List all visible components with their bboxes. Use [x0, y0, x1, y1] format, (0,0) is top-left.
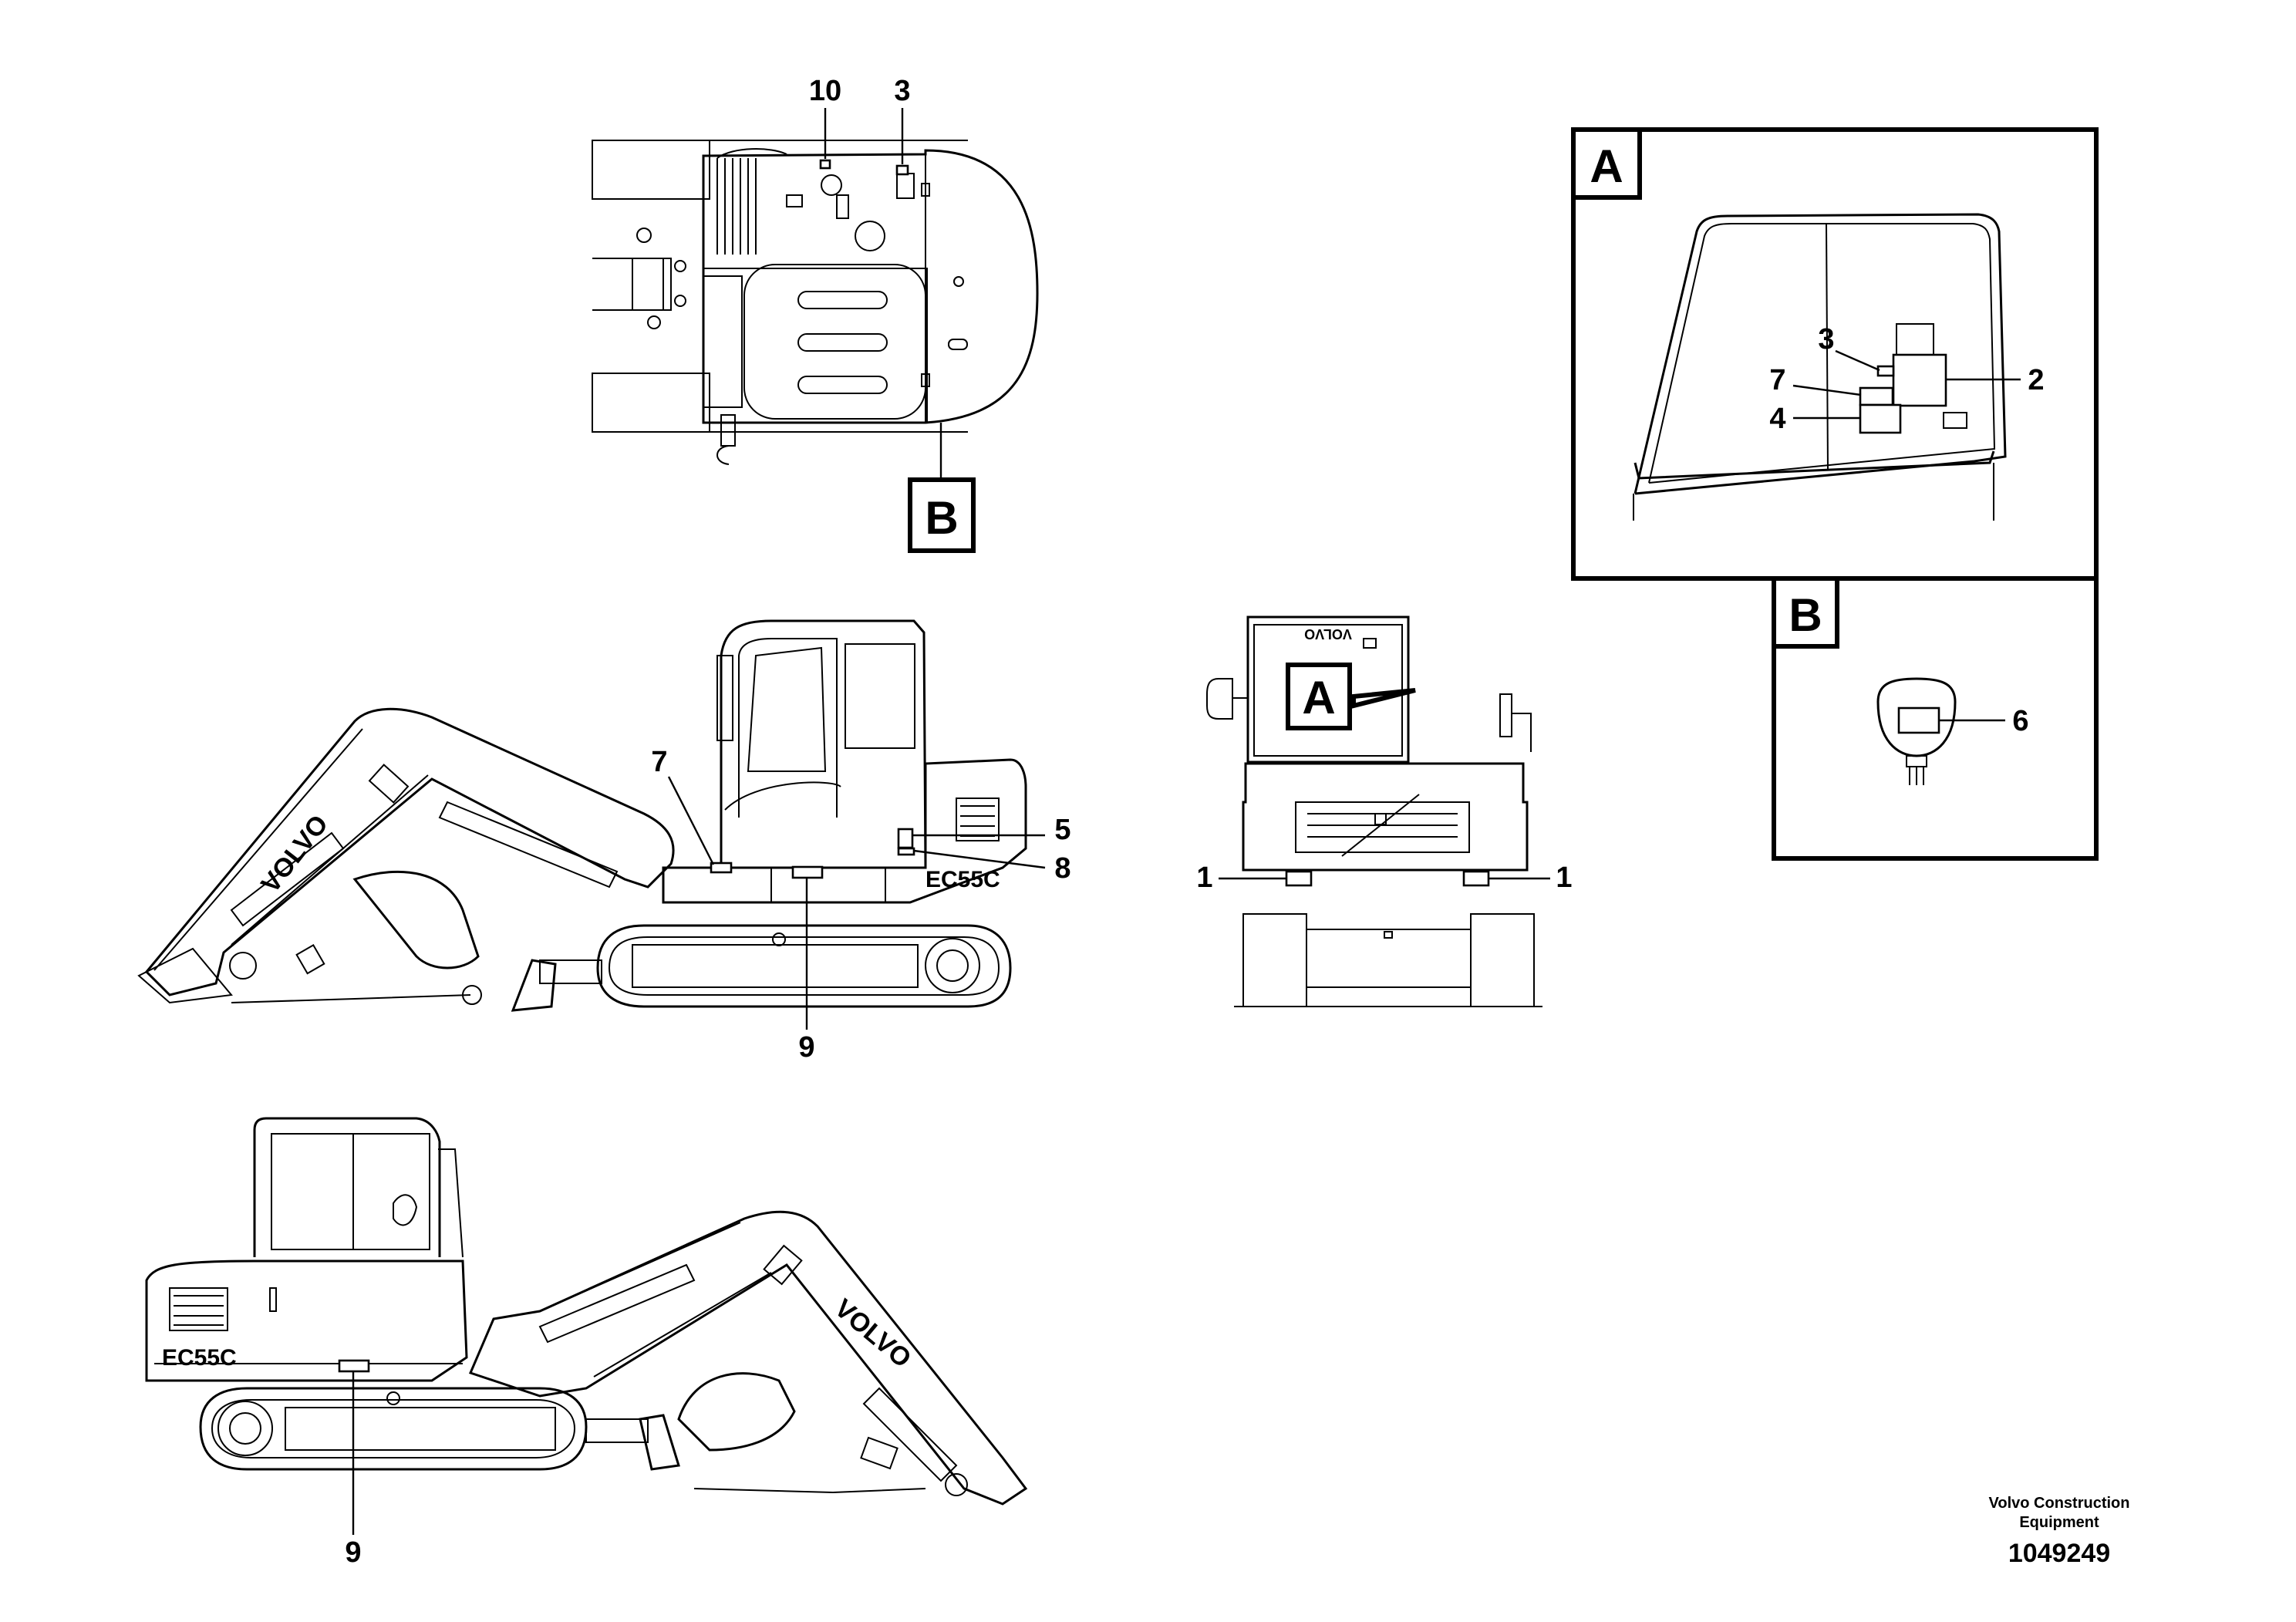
side-decal-8: [897, 847, 915, 856]
detail-A-decal-3: [1876, 365, 1895, 377]
detail-A-label: A: [1590, 140, 1623, 192]
side-decal-5: [897, 828, 914, 849]
callout-detail-A-4: 4: [1769, 403, 1785, 435]
footer: Volvo Construction Equipment 1049249: [1989, 1495, 2130, 1568]
top-decal-10: [819, 159, 831, 170]
rear-decal-1-right: [1462, 870, 1490, 887]
detail-A-tag: [1571, 127, 1642, 200]
bottom-view: EC55C VOLVO 9: [145, 1117, 1028, 1569]
rear-view: VOLVO A 1 1: [1196, 615, 1573, 1007]
top-decal-3: [895, 164, 909, 176]
callout-detail-A-2: 2: [2028, 364, 2044, 396]
callout-bottom-9: 9: [345, 1536, 361, 1569]
detail-A-cab-window: [1633, 213, 2007, 521]
detail-A-decal-4: [1859, 403, 1902, 434]
side-view: VOLVO EC55C: [137, 619, 1071, 1064]
bottom-model-label: EC55C: [162, 1345, 237, 1371]
detail-B-panel: B 6: [1772, 576, 2099, 861]
callout-rear-1-left: 1: [1196, 862, 1212, 894]
box-rear-A: [1286, 663, 1352, 730]
detail-A-panel: A 3 2 7 4: [1571, 127, 2099, 581]
side-decal-9: [791, 865, 824, 879]
callout-rear-1-right: 1: [1556, 862, 1572, 894]
callout-top-3: 3: [894, 75, 910, 107]
bottom-view-cab: [253, 1117, 464, 1258]
rear-decal-1-left: [1285, 870, 1313, 887]
callout-side-5: 5: [1054, 814, 1070, 846]
top-view-blade-post: [716, 414, 736, 465]
detail-B-tag: [1772, 576, 1839, 649]
footer-company-line1: Volvo Construction: [1989, 1495, 2130, 1512]
callout-side-7: 7: [651, 746, 667, 778]
rear-A-pointer: [1351, 688, 1416, 709]
callout-rear-A: A: [1302, 672, 1335, 723]
callout-detail-A-7: 7: [1769, 364, 1785, 396]
top-view-tracks: [592, 140, 968, 433]
callout-top-B: B: [925, 492, 958, 544]
detail-B-label: B: [1789, 589, 1822, 641]
detail-A-decal-7: [1859, 386, 1894, 406]
bottom-decal-9: [338, 1359, 370, 1373]
rear-view-body: [1242, 762, 1529, 872]
detail-B-light-housing: [1876, 677, 1957, 785]
callout-side-8: 8: [1054, 852, 1070, 885]
bottom-view-upper-body: EC55C: [145, 1259, 468, 1382]
rear-view-cab: VOLVO: [1206, 615, 1532, 764]
footer-company-line2: Equipment: [2019, 1514, 2099, 1531]
top-view-body: [702, 148, 1039, 424]
side-decal-7: [710, 862, 733, 874]
top-view: 10 3 B: [592, 75, 1039, 553]
bottom-view-undercarriage: [199, 1387, 680, 1471]
callout-detail-B-6: 6: [2012, 705, 2028, 737]
box-top-B: [908, 477, 976, 553]
side-model-label: EC55C: [925, 867, 1000, 892]
detail-B-decal-6: [1897, 706, 1940, 734]
callout-detail-A-3: 3: [1818, 323, 1834, 356]
side-view-undercarriage: [511, 924, 1012, 1012]
detail-A-decal-2: [1892, 353, 1947, 407]
rear-brand: VOLVO: [1304, 626, 1352, 642]
callout-side-9: 9: [798, 1031, 814, 1064]
side-view-upper-body: EC55C: [662, 758, 1027, 904]
side-view-cab: [716, 619, 927, 868]
footer-document-number: 1049249: [2008, 1539, 2110, 1568]
top-view-boom: [592, 228, 686, 329]
rear-view-tracks: [1234, 913, 1542, 1007]
bottom-view-boom: VOLVO: [468, 1210, 1028, 1506]
callout-top-10: 10: [809, 75, 841, 107]
